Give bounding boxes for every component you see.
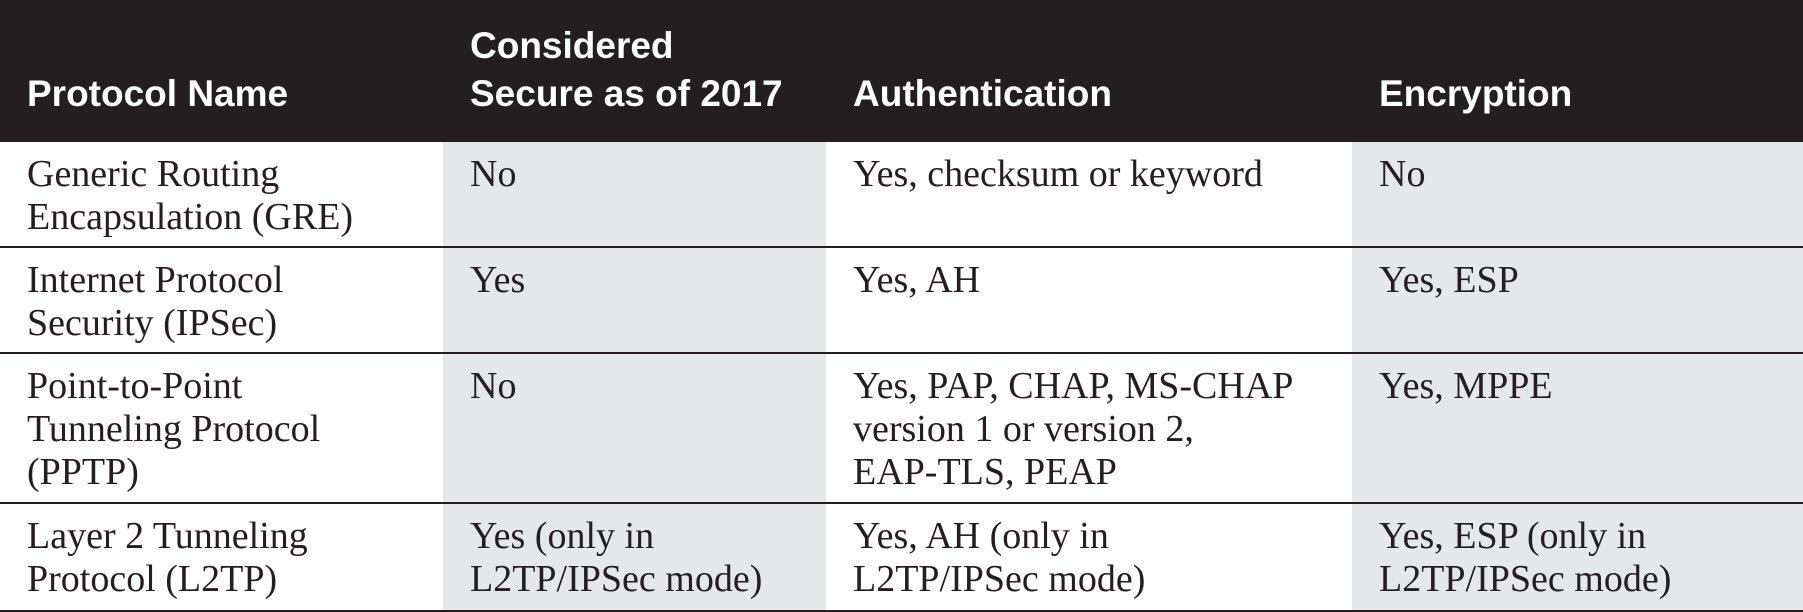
cell-protocol: Point-to-Point Tunneling Protocol (PPTP) (0, 352, 443, 504)
cell-secure: No (443, 140, 826, 248)
cell-secure: No (443, 352, 826, 504)
cell-secure: Yes (only in L2TP/IPSec mode) (443, 502, 826, 612)
table-row-l2tp: Layer 2 Tunneling Protocol (L2TP) Yes (o… (0, 502, 1803, 612)
cell-authentication: Yes, PAP, CHAP, MS-CHAP version 1 or ver… (826, 352, 1352, 504)
cell-authentication: Yes, AH (only in L2TP/IPSec mode) (826, 502, 1352, 612)
table-body: Generic Routing Encapsulation (GRE) No Y… (0, 140, 1803, 612)
cell-encryption: Yes, ESP (only in L2TP/IPSec mode) (1352, 502, 1803, 612)
cell-protocol: Internet Protocol Security (IPSec) (0, 246, 443, 354)
cell-encryption: No (1352, 140, 1803, 248)
header-protocol-name: Protocol Name (0, 0, 443, 141)
header-encryption: Encryption (1352, 0, 1803, 141)
cell-encryption: Yes, MPPE (1352, 352, 1803, 504)
cell-secure: Yes (443, 246, 826, 354)
cell-authentication: Yes, checksum or keyword (826, 140, 1352, 248)
cell-protocol: Layer 2 Tunneling Protocol (L2TP) (0, 502, 443, 612)
header-considered-secure: Considered Secure as of 2017 (443, 0, 826, 141)
header-row: Protocol Name Considered Secure as of 20… (0, 0, 1803, 141)
cell-encryption: Yes, ESP (1352, 246, 1803, 354)
table-row-ipsec: Internet Protocol Security (IPSec) Yes Y… (0, 246, 1803, 354)
table-row-pptp: Point-to-Point Tunneling Protocol (PPTP)… (0, 352, 1803, 504)
cell-authentication: Yes, AH (826, 246, 1352, 354)
header-authentication: Authentication (826, 0, 1352, 141)
cell-protocol: Generic Routing Encapsulation (GRE) (0, 140, 443, 248)
table-row-gre: Generic Routing Encapsulation (GRE) No Y… (0, 140, 1803, 248)
table-header: Protocol Name Considered Secure as of 20… (0, 0, 1803, 141)
